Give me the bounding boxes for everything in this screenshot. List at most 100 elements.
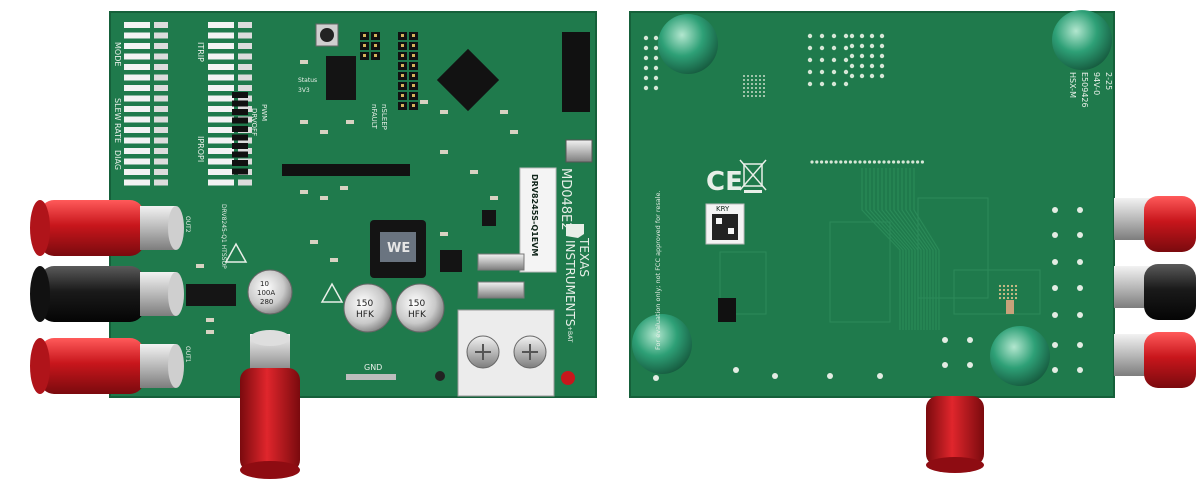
pin-gold — [401, 54, 404, 57]
trace — [889, 168, 922, 330]
via — [829, 160, 833, 164]
pad — [807, 45, 813, 51]
pad — [859, 63, 865, 69]
pad — [819, 57, 825, 63]
silk-diag: DIAG — [113, 150, 122, 170]
via — [751, 95, 753, 97]
trace — [893, 168, 925, 330]
via — [1077, 342, 1083, 348]
via — [759, 75, 761, 77]
via — [1006, 292, 1010, 296]
smd-components — [196, 56, 518, 334]
via — [863, 160, 867, 164]
pin-gold — [412, 44, 415, 47]
warning-triangle-icon — [224, 242, 248, 263]
jumper — [208, 85, 234, 91]
smd-part — [300, 60, 308, 64]
jumper-pad — [154, 32, 168, 39]
pad — [819, 45, 825, 51]
smd-part — [320, 196, 328, 200]
pin-gold — [401, 94, 404, 97]
trace — [869, 168, 907, 330]
pin-gold — [412, 74, 415, 77]
via — [755, 87, 757, 89]
via — [1052, 207, 1058, 213]
banana-jack-middle — [30, 266, 184, 322]
via — [877, 373, 883, 379]
ti-text-texas: TEXAS — [577, 237, 591, 277]
via — [1002, 288, 1006, 292]
via — [1014, 288, 1018, 292]
via — [763, 91, 765, 93]
via — [1006, 296, 1010, 300]
pad — [869, 73, 875, 79]
pad — [859, 73, 865, 79]
jumper — [124, 106, 150, 112]
jumper-pad — [154, 53, 168, 60]
via — [743, 83, 745, 85]
jumper — [124, 179, 150, 186]
silk-bat: +BAT — [566, 326, 573, 343]
pin-gold — [363, 34, 366, 37]
via — [1002, 292, 1006, 296]
header-pin — [232, 100, 248, 107]
silk-drvoff: DRVOFF — [250, 108, 258, 136]
trace — [865, 168, 904, 330]
jumper-pad — [238, 148, 252, 154]
rubber-bumper-icon-2 — [1052, 10, 1112, 70]
pad — [849, 53, 855, 59]
jumper-pad — [238, 95, 252, 102]
jumper-pad — [238, 53, 252, 60]
pad — [653, 35, 659, 41]
smd-part — [340, 186, 348, 190]
pin-gold — [401, 34, 404, 37]
via — [882, 160, 886, 164]
via — [743, 87, 745, 89]
qr-code-icon — [712, 214, 738, 240]
pad — [849, 33, 855, 39]
silk-status: Status — [298, 77, 317, 84]
via — [755, 95, 757, 97]
via — [815, 160, 819, 164]
ic-chip — [326, 56, 356, 100]
via — [967, 362, 973, 368]
back-banana-jack-vertical — [926, 396, 984, 473]
jumper — [208, 127, 234, 133]
via — [1006, 288, 1010, 292]
rubber-bumper-icon-3 — [632, 314, 692, 374]
smd-part — [470, 170, 478, 174]
pad — [879, 43, 885, 49]
traces — [643, 33, 1083, 381]
ti-text-instruments: INSTRUMENTS — [563, 240, 577, 326]
header-pin — [232, 134, 248, 141]
via — [916, 160, 920, 164]
pad — [643, 65, 649, 71]
header-pin — [232, 168, 248, 175]
via — [1014, 292, 1018, 296]
via — [733, 367, 739, 373]
via — [653, 375, 659, 381]
via — [755, 91, 757, 93]
header-pin — [232, 151, 248, 158]
jumper — [208, 53, 234, 60]
smd-part — [346, 120, 354, 124]
pad — [819, 69, 825, 75]
jumper-pad — [238, 43, 252, 49]
part-label: DRV8245-Q1 HTSSOP — [220, 204, 227, 269]
back-banana-jack-top — [1114, 196, 1196, 252]
jumper-banks — [124, 22, 252, 186]
via — [763, 75, 765, 77]
via — [998, 296, 1002, 300]
jumper — [124, 74, 150, 81]
pin-gold — [412, 104, 415, 107]
via — [1010, 284, 1014, 288]
pad — [831, 45, 837, 51]
silk-itrip: ITRIP — [196, 42, 205, 62]
smd-part — [206, 318, 214, 322]
silk-gnd: GND — [364, 363, 382, 372]
via — [755, 79, 757, 81]
back-banana-jack-middle — [1114, 264, 1196, 320]
pad — [879, 73, 885, 79]
back-banana-jack-bottom — [1114, 332, 1196, 388]
